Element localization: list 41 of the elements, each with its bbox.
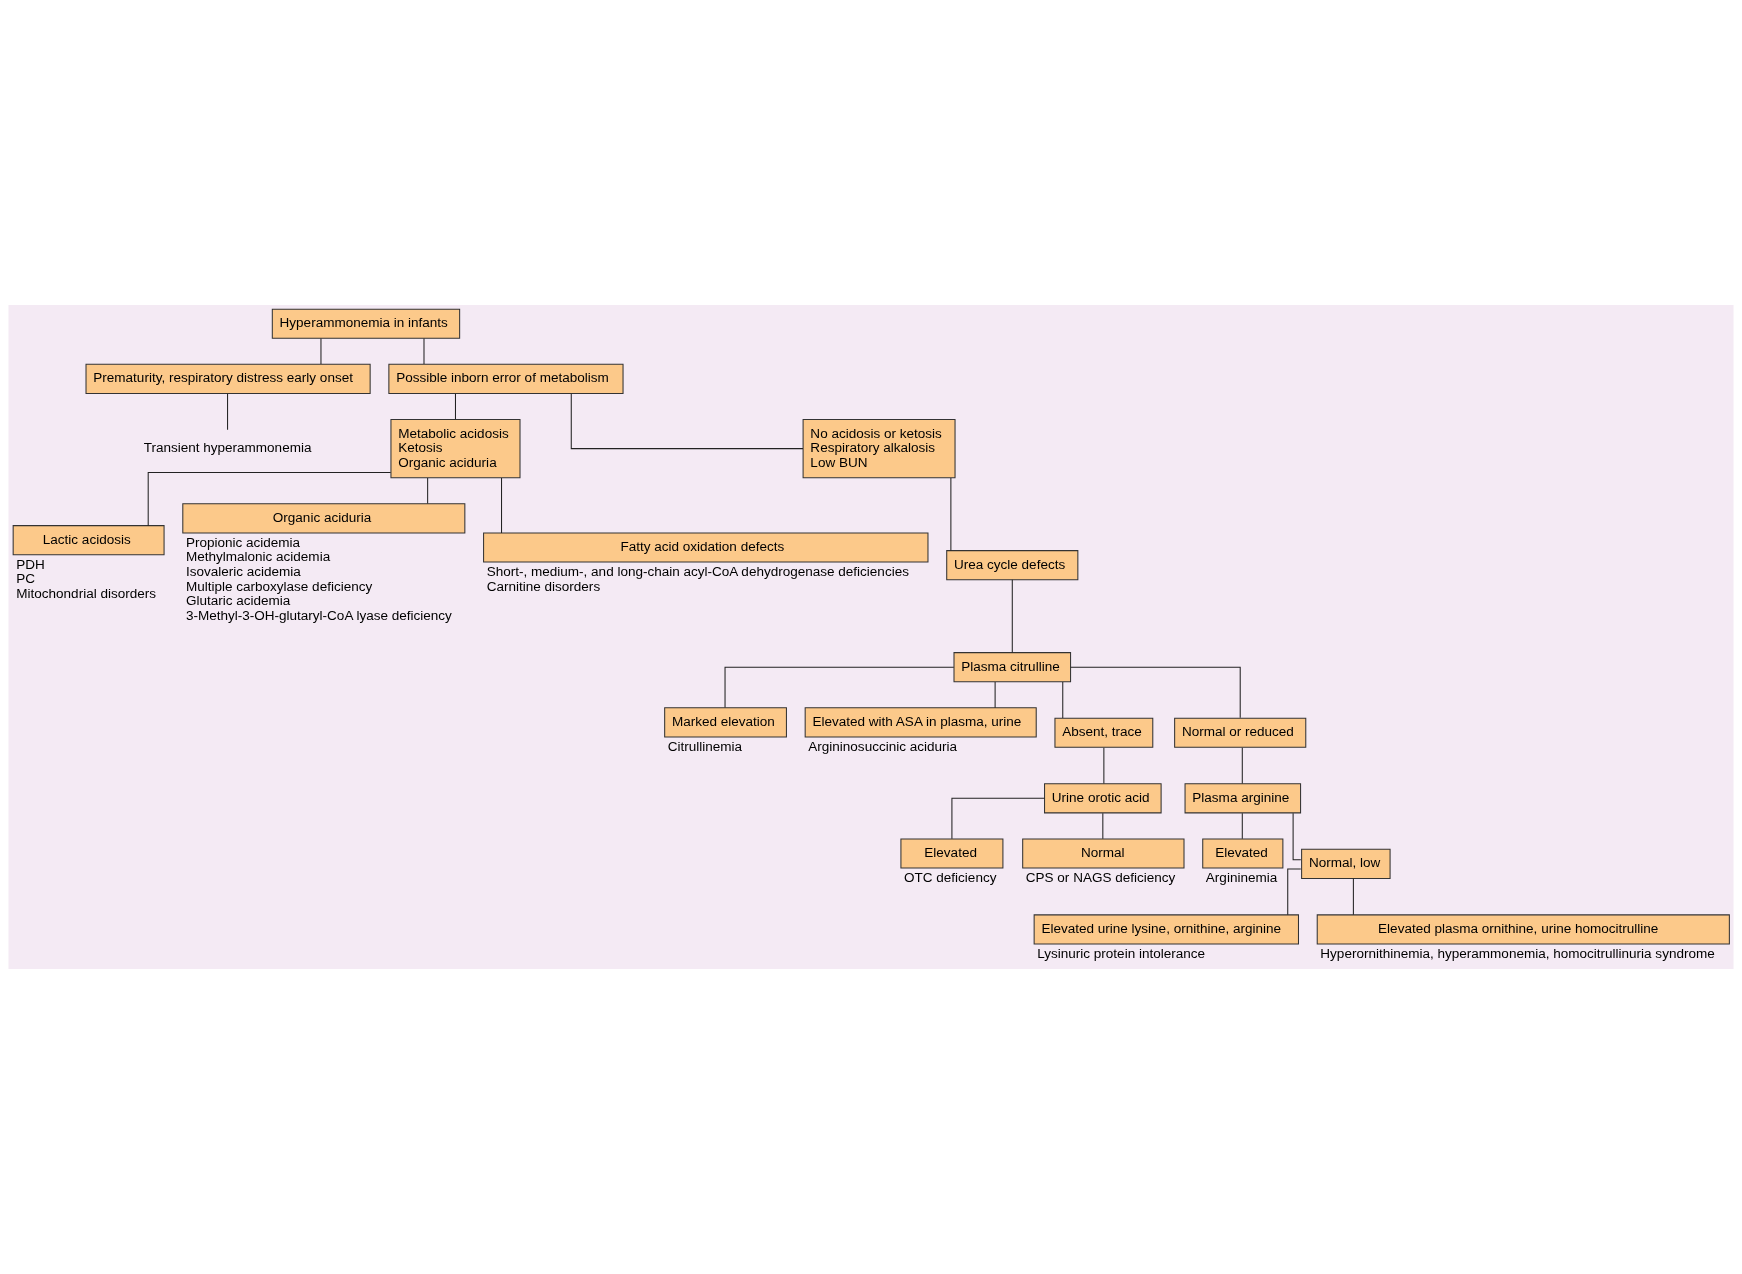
connector — [227, 393, 229, 431]
connector — [724, 666, 955, 709]
connector — [950, 477, 952, 551]
connector — [1102, 812, 1104, 840]
node-label: Carnitine disorders — [486, 578, 601, 594]
connector — [147, 472, 392, 527]
node-label: Mitochondrial disorders — [16, 585, 157, 601]
connector — [1352, 878, 1354, 916]
node-label: Multiple carboxylase deficiency — [185, 578, 373, 594]
connector — [427, 477, 429, 504]
node-label: Propionic acidemia — [185, 534, 301, 550]
node-label: PDH — [16, 556, 45, 572]
node-label: Argininosuccinic aciduria — [808, 738, 958, 754]
connector — [423, 338, 425, 365]
node-label: PC — [16, 571, 36, 587]
node-label: CPS or NAGS deficiency — [1025, 869, 1176, 885]
node-label: OTC deficiency — [904, 869, 997, 885]
node-label: Lysinuric protein intolerance — [1037, 945, 1206, 961]
connector — [1103, 747, 1105, 784]
connector — [1287, 868, 1302, 916]
node-label: Methylmalonic acidemia — [185, 549, 331, 565]
node-text: Transient hyperammonemia — [143, 440, 312, 456]
connector — [1062, 681, 1064, 719]
connector — [951, 797, 1045, 840]
connector — [454, 393, 456, 420]
connector — [1241, 747, 1243, 784]
connector — [1241, 812, 1243, 840]
connector — [1070, 666, 1241, 719]
connector — [570, 393, 804, 450]
node-label: Citrullinemia — [667, 738, 743, 754]
node-label: Glutaric acidemia — [185, 593, 291, 609]
connector — [320, 338, 322, 365]
connector — [501, 477, 503, 534]
node-label: Isovaleric acidemia — [185, 564, 301, 580]
connector — [1292, 812, 1302, 861]
node-label: 3-Methyl-3-OH-glutaryl-CoA lyase deficiency — [185, 607, 452, 623]
node-label: Argininemia — [1205, 869, 1278, 885]
connector — [994, 681, 996, 709]
connector — [1011, 579, 1013, 654]
node-label: Short-, medium-, and long-chain acyl-CoA dehydrogenase deficiencies — [486, 564, 909, 580]
node-label: Hyperornithinemia, hyperammonemia, homocitrullinuria syndrome — [1320, 945, 1715, 961]
